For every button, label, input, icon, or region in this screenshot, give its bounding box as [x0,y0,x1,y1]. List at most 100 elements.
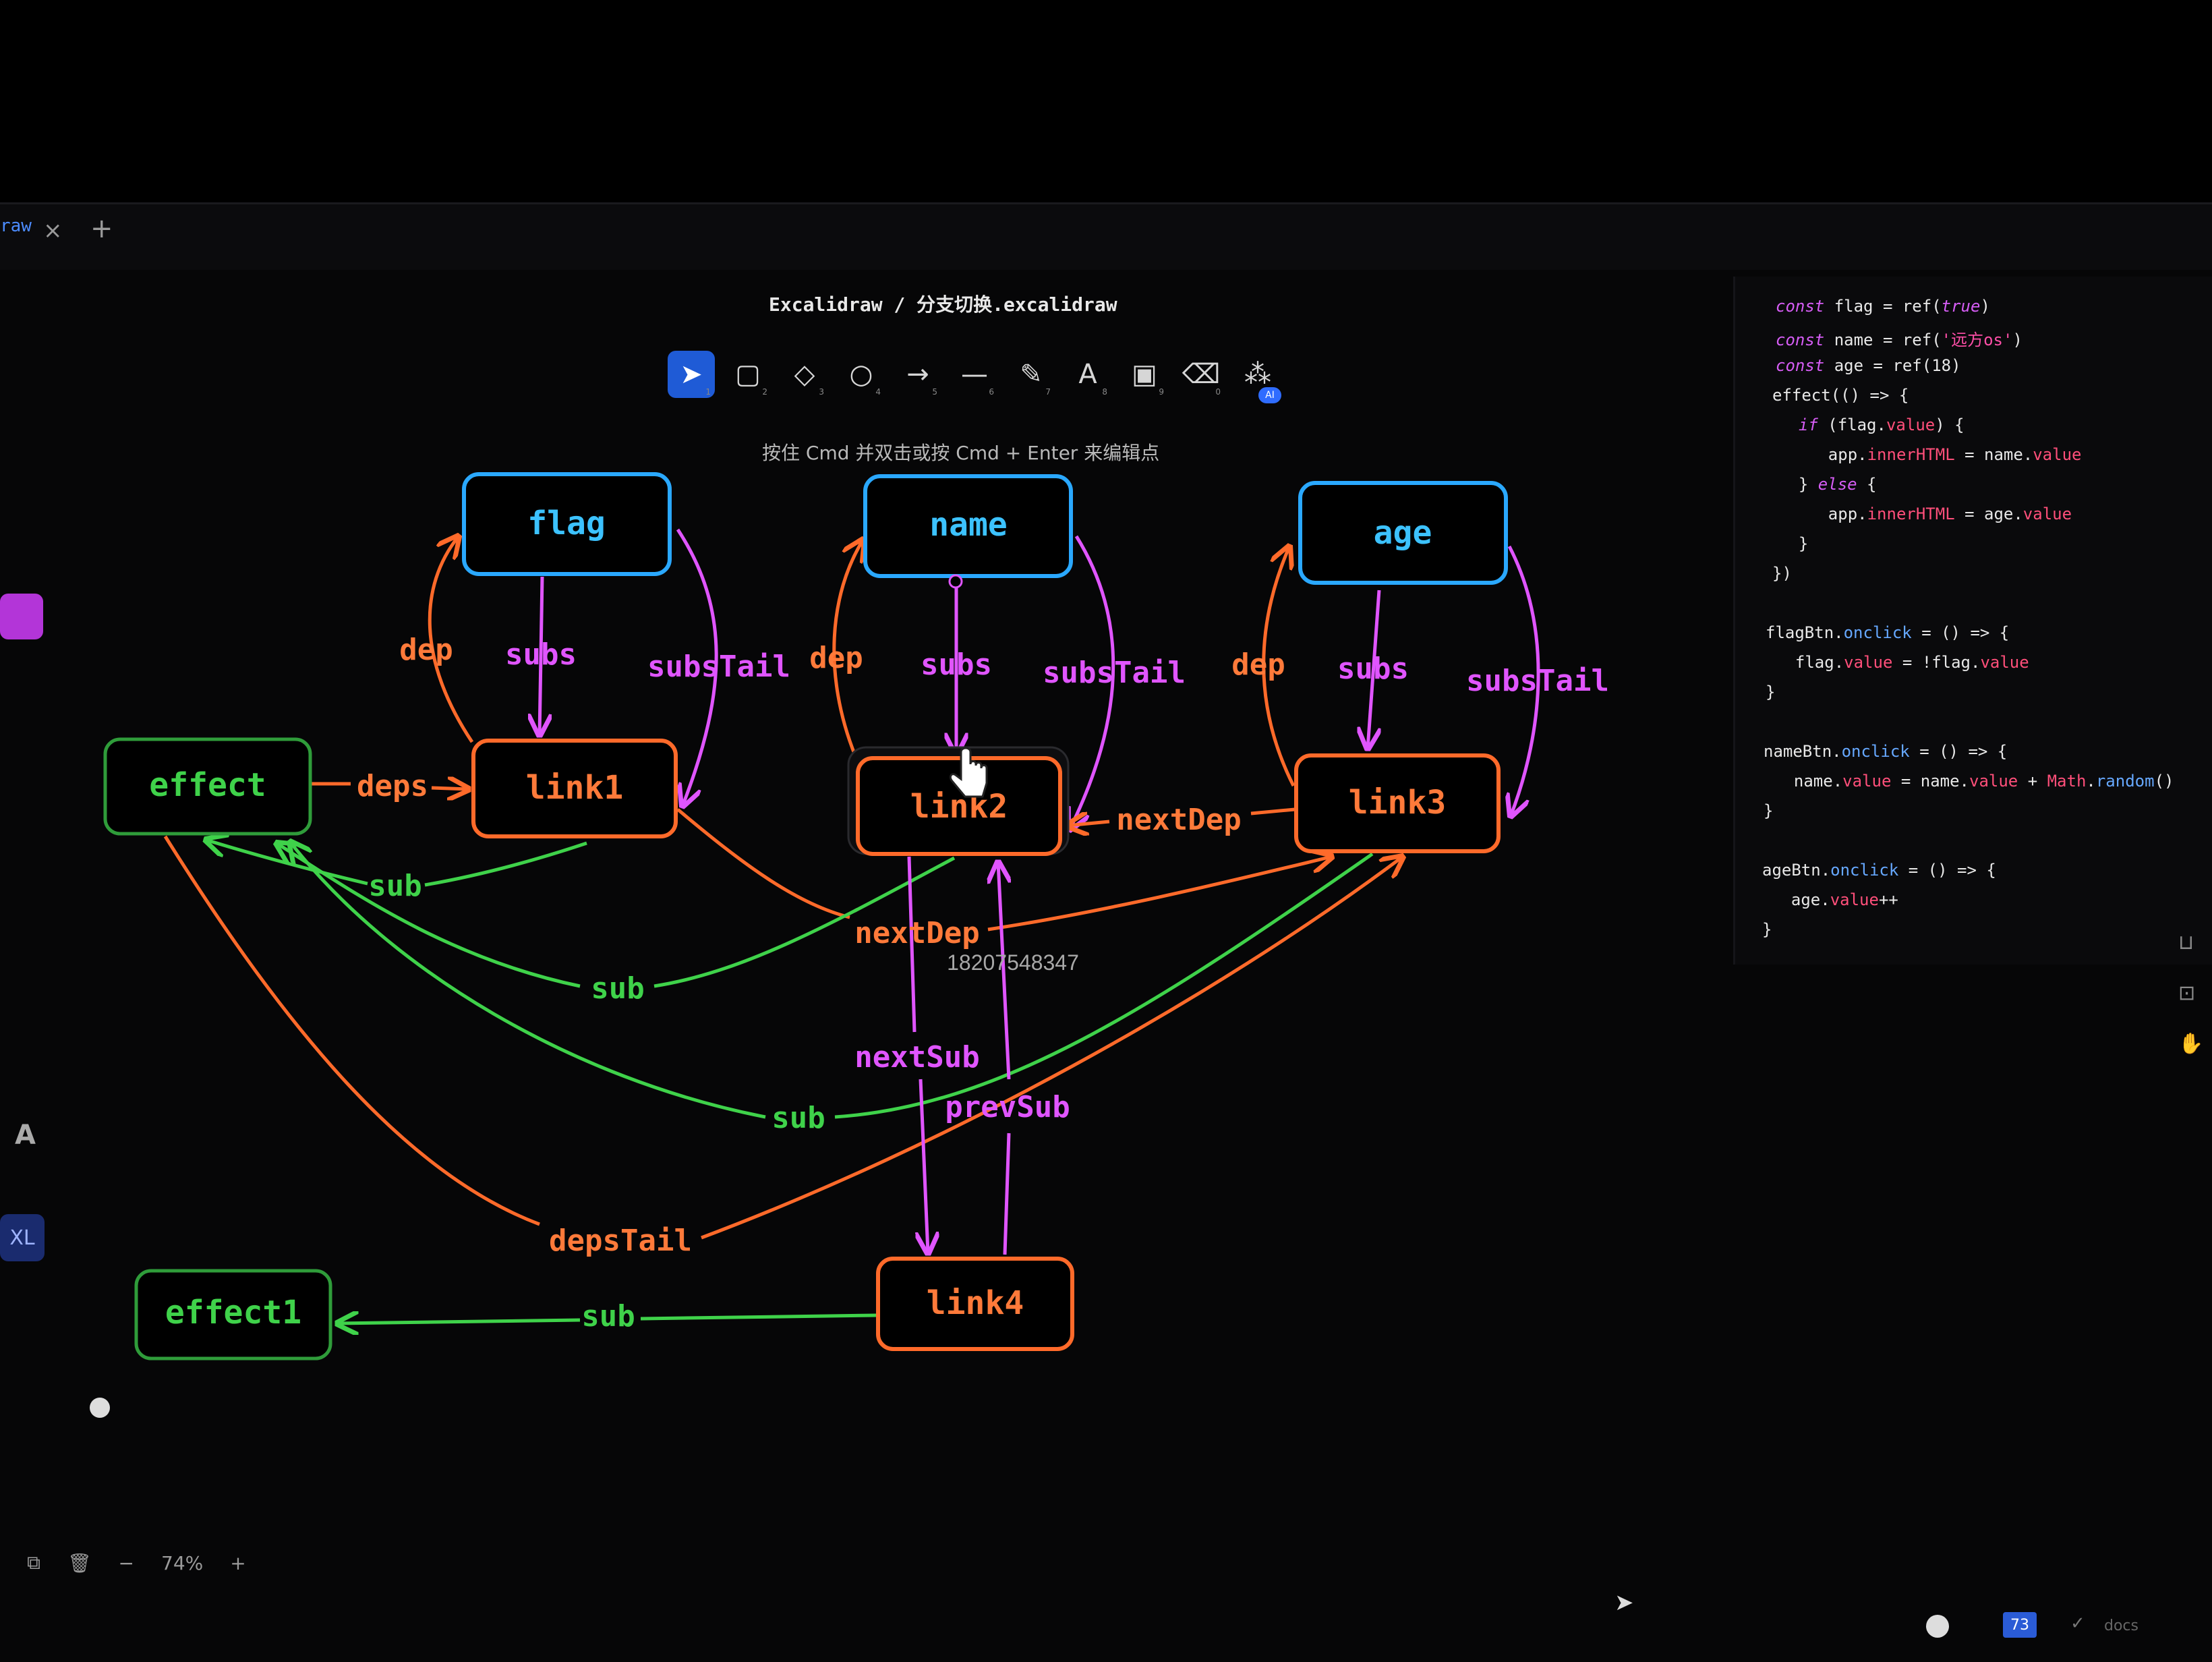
code-line: } [1762,920,1772,939]
image-icon[interactable]: ▣9 [1121,351,1168,398]
edge-sub-mid[interactable] [276,843,956,988]
node-link4-label: link4 [927,1284,1024,1322]
line-icon[interactable]: —6 [951,351,998,398]
edge-dep-name[interactable] [832,540,863,756]
shortcut-key: 9 [1159,387,1164,397]
pointer-icon[interactable]: ➤1 [668,351,715,398]
node-link3-label: link3 [1349,784,1447,822]
node-name[interactable]: name [863,474,1073,578]
line-icon-glyph: — [961,359,988,390]
label-subs-flag: subs [505,637,577,672]
shortcut-key: 8 [1102,387,1107,397]
label-subs-name: subs [921,648,992,682]
label-dep-name: dep [809,641,863,675]
edge-nextdep-mid[interactable] [676,808,1332,932]
node-effect1[interactable]: effect1 [134,1269,332,1360]
rectangle-icon[interactable]: ▢2 [724,351,772,398]
status-dot [1926,1615,1949,1638]
label-depstail: depsTail [549,1224,692,1258]
tab-add-icon[interactable]: + [90,213,113,244]
edge-substail-name[interactable] [1070,535,1115,830]
shapes-icon[interactable]: ⁂AI [1234,351,1281,403]
edge-dep-flag[interactable] [428,536,474,743]
right-side-icons: ⊔ ⊡ ✋ [2178,931,2203,1056]
zoom-in-button[interactable]: + [230,1551,246,1574]
image-icon-glyph: ▣ [1132,359,1157,390]
edge-subs-flag[interactable] [540,576,542,735]
shortcut-key: 7 [1045,387,1051,397]
font-family-icon[interactable]: A [15,1120,36,1151]
edge-substail-age[interactable] [1509,545,1540,816]
edge-sub-low[interactable] [290,842,1374,1119]
edit-hint: 按住 Cmd 并双击或按 Cmd + Enter 来编辑点 [762,442,1160,464]
label-sub-effect1: sub [581,1299,635,1334]
label-nextdep-mid: nextDep [854,916,979,950]
label-sub-mid: sub [591,971,644,1006]
zoom-level[interactable]: 74% [161,1551,204,1574]
node-age[interactable]: age [1298,481,1508,585]
lock-icon[interactable]: ⊡ [2178,981,2196,1005]
code-editor-panel[interactable]: const flag = ref(true)const name = ref('… [1733,277,2212,965]
shortcut-key: 5 [932,387,937,397]
edge-nextdep-right[interactable] [1067,809,1296,826]
node-link3[interactable]: link3 [1294,753,1501,853]
code-line: } else { [1779,475,1877,494]
node-effect1-label: effect1 [165,1294,301,1331]
edge-depstail[interactable] [163,836,1403,1240]
bottom-controls: ⧉ 🗑 − 74% + [27,1551,246,1574]
font-size-xl-button[interactable]: XL [0,1214,45,1261]
code-line: flag.value = !flag.value [1776,653,2029,672]
node-link1[interactable]: link1 [471,739,678,838]
zoom-out-button[interactable]: − [118,1551,135,1574]
hand-icon[interactable]: ✋ [2178,1032,2204,1056]
code-line: ageBtn.onclick = () => { [1762,861,1996,880]
eraser-icon-glyph: ⌫ [1182,359,1221,390]
shapes-icon-glyph: ⁂ [1244,359,1271,390]
node-link2-label: link2 [910,788,1008,826]
binding-handle[interactable] [948,574,963,589]
ai-badge: AI [1258,387,1281,403]
node-link2[interactable]: link2 [847,746,1070,856]
edge-dep-age[interactable] [1262,546,1296,787]
monitor-bezel-area [0,0,2212,209]
pencil-icon[interactable]: ✎7 [1008,351,1055,398]
edge-sub-effect1[interactable] [337,1315,877,1323]
rectangle-icon-glyph: ▢ [735,359,761,390]
ellipse-icon[interactable]: ○4 [838,351,885,398]
mouse-pointer-icon: ➤ [1614,1589,1634,1616]
code-line: flagBtn.onclick = () => { [1766,623,2010,642]
node-effect[interactable]: effect [103,737,312,836]
node-flag[interactable]: flag [462,472,672,576]
edge-nextsub[interactable] [909,856,928,1253]
code-line: } [1779,534,1809,553]
code-line: nameBtn.onclick = () => { [1764,742,2008,761]
docs-link[interactable]: docs [2104,1617,2138,1634]
ellipse-icon-glyph: ○ [849,359,873,390]
book-icon[interactable]: ⊔ [2178,931,2194,954]
duplicate-icon[interactable]: ⧉ [27,1551,40,1574]
canvas-dot [90,1398,110,1418]
trash-icon[interactable]: 🗑 [67,1551,92,1574]
stroke-color-swatch[interactable] [0,594,43,639]
edge-deps[interactable] [312,784,469,789]
watermark-text: 18207548347 [947,950,1079,975]
label-sub-top: sub [368,869,421,903]
code-line: effect(() => { [1772,386,1909,405]
eraser-icon[interactable]: ⌫0 [1177,351,1225,398]
shortcut-key: 3 [819,387,824,397]
diamond-icon[interactable]: ◇3 [781,351,828,398]
shortcut-key: 4 [875,387,881,397]
edge-prevsub[interactable] [998,862,1009,1255]
tab-close-icon[interactable]: × [43,217,63,244]
edge-substail-flag[interactable] [676,528,718,806]
label-deps: deps [357,769,428,803]
node-link4[interactable]: link4 [876,1257,1074,1351]
status-badge[interactable]: 73 [2003,1612,2037,1638]
arrow-icon[interactable]: →5 [894,351,941,398]
edge-subs-age[interactable] [1368,590,1379,749]
code-line: const flag = ref(true) [1776,297,1990,316]
tab-active[interactable]: raw [0,216,32,236]
